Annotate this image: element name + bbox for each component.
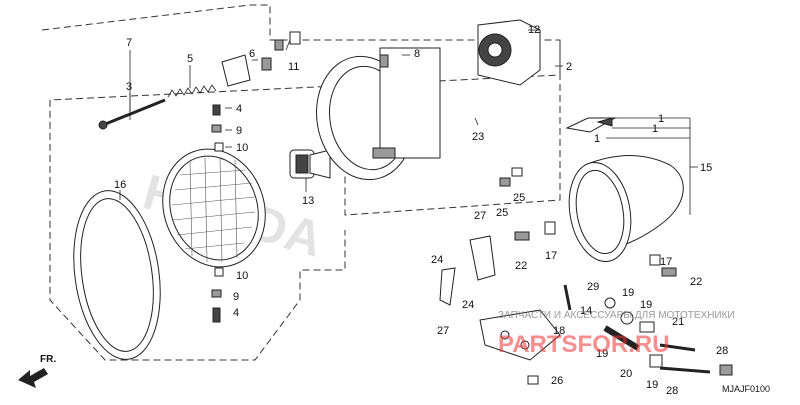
- callout-1-c: 1: [594, 133, 600, 145]
- direction-label: FR.: [40, 354, 56, 365]
- headlight-rim: [73, 190, 161, 360]
- rear-cover: [477, 19, 541, 86]
- callout-24-upper: 24: [431, 254, 443, 266]
- front-direction-arrow: FR.: [18, 354, 56, 388]
- callout-10-lower: 10: [236, 270, 248, 282]
- callout-25-right: 25: [513, 192, 525, 204]
- mounting-bracket-small: [221, 31, 301, 87]
- fasteners-upper: [211, 104, 224, 152]
- headlight-lens-unit: [162, 148, 266, 268]
- callout-25-left: 25: [496, 207, 508, 219]
- leader-lines: [119, 29, 698, 215]
- callout-16: 16: [114, 179, 126, 191]
- callout-5: 5: [187, 53, 193, 65]
- diagram-code: MJAJF0100: [722, 384, 770, 394]
- callout-4-upper: 4: [236, 103, 242, 115]
- mounting-ring: [316, 47, 441, 181]
- callout-28-left: 28: [666, 385, 678, 397]
- callout-21: 21: [672, 316, 684, 328]
- callout-20: 20: [620, 368, 632, 380]
- callout-23: 23: [472, 131, 484, 143]
- callout-10-upper: 10: [236, 142, 248, 154]
- callout-15: 15: [700, 162, 712, 174]
- callout-12: 12: [528, 24, 540, 36]
- callout-26: 26: [551, 375, 563, 387]
- headlight-case: [568, 155, 684, 263]
- callout-28-right: 28: [716, 345, 728, 357]
- callout-1-b: 1: [652, 123, 658, 135]
- callout-18: 18: [553, 325, 565, 337]
- callout-24-lower: 24: [462, 299, 474, 311]
- callout-27-lower: 27: [437, 325, 449, 337]
- callout-14: 14: [580, 305, 592, 317]
- hardware-right: [499, 167, 733, 385]
- callout-22-right: 22: [690, 276, 702, 288]
- callout-22-left: 22: [515, 260, 527, 272]
- callout-19-d: 19: [646, 379, 658, 391]
- fasteners-lower: [211, 267, 224, 323]
- stripe-decals: [565, 117, 617, 133]
- group-boundary-left: [41, 4, 561, 361]
- headlight-bulb: [289, 149, 331, 179]
- callout-7: 7: [126, 37, 132, 49]
- callout-19-b: 19: [640, 299, 652, 311]
- callout-19-a: 19: [622, 287, 634, 299]
- callout-6: 6: [249, 48, 255, 60]
- callout-19-c: 19: [596, 348, 608, 360]
- callout-3: 3: [126, 81, 132, 93]
- callout-11: 11: [288, 61, 299, 73]
- callout-29: 29: [587, 281, 599, 293]
- callout-9-upper: 9: [236, 125, 242, 137]
- callout-8: 8: [414, 48, 420, 60]
- watermark-brand: PARTSFOR.RU: [498, 331, 670, 358]
- spring: [167, 84, 217, 98]
- callout-4-lower: 4: [233, 307, 239, 319]
- callout-27-upper: 27: [474, 210, 486, 222]
- bracket-stays: [439, 235, 561, 361]
- watermark-tagline: ЗАПЧАСТИ И АКСЕССУАРЫ ДЛЯ МОТОТЕХНИКИ: [498, 310, 735, 321]
- group-boundary-right: [344, 40, 561, 216]
- callout-2: 2: [566, 61, 572, 73]
- callout-9-lower: 9: [233, 291, 239, 303]
- callout-13: 13: [302, 195, 314, 207]
- callout-labels: 7 5 3 6 11 8 12 2 4 9 10 13 23 1 1 1 15 …: [114, 24, 728, 397]
- callout-1-a: 1: [658, 113, 664, 125]
- callout-17-upper: 17: [545, 250, 557, 262]
- adjusting-screw: [98, 98, 166, 130]
- callout-17-right: 17: [660, 256, 672, 268]
